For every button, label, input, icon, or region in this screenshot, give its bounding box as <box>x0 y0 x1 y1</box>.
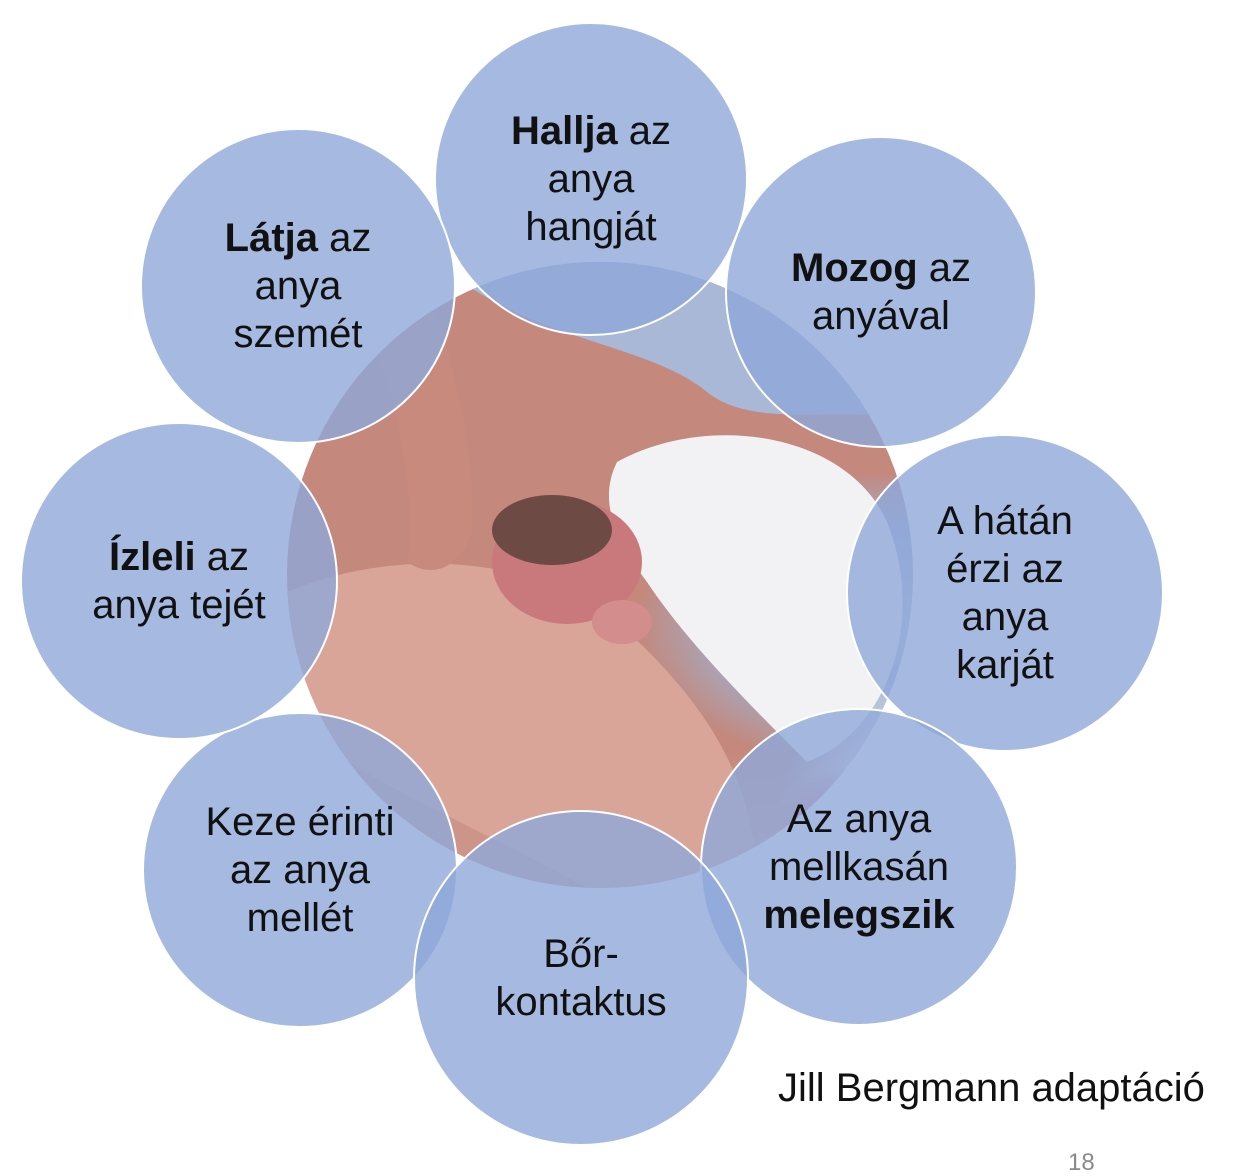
node-warms-label: Az anya mellkasán melegszik <box>763 797 955 937</box>
node-warms-keyword: melegszik <box>763 893 955 937</box>
node-moves-keyword: Mozog <box>791 246 918 290</box>
credit-text: Jill Bergmann adaptáció <box>778 1066 1205 1110</box>
node-hand-label: Keze érinti az anya mellét <box>205 800 395 940</box>
node-moves: Mozog az anyával <box>725 136 1037 448</box>
node-skin-contact-label: Bőr- kontaktus <box>495 932 667 1024</box>
node-warms: Az anya mellkasán melegszik <box>700 708 1018 1026</box>
node-hears-keyword: Hallja <box>510 109 618 153</box>
node-sees-keyword: Látja <box>224 216 318 260</box>
node-moves-label: Mozog az anyával <box>791 246 971 338</box>
node-back: A hátán érzi az anya karját <box>846 434 1164 752</box>
node-tastes-keyword: Ízleli <box>108 535 196 579</box>
node-hears: Hallja az anya hangját <box>434 22 748 336</box>
node-hears-label: Hallja az anya hangját <box>510 109 672 249</box>
node-sees-label: Látja az anya szemét <box>224 216 372 356</box>
page-number: 18 <box>1068 1149 1095 1176</box>
node-sees: Látja az anya szemét <box>140 128 456 444</box>
node-skin-contact: Bőr- kontaktus <box>413 810 749 1146</box>
node-hand: Keze érinti az anya mellét <box>142 712 458 1028</box>
node-tastes-label: Ízleli az anya tejét <box>92 535 266 627</box>
node-back-label: A hátán érzi az anya karját <box>937 499 1073 687</box>
node-tastes: Ízleli az anya tejét <box>20 422 338 740</box>
